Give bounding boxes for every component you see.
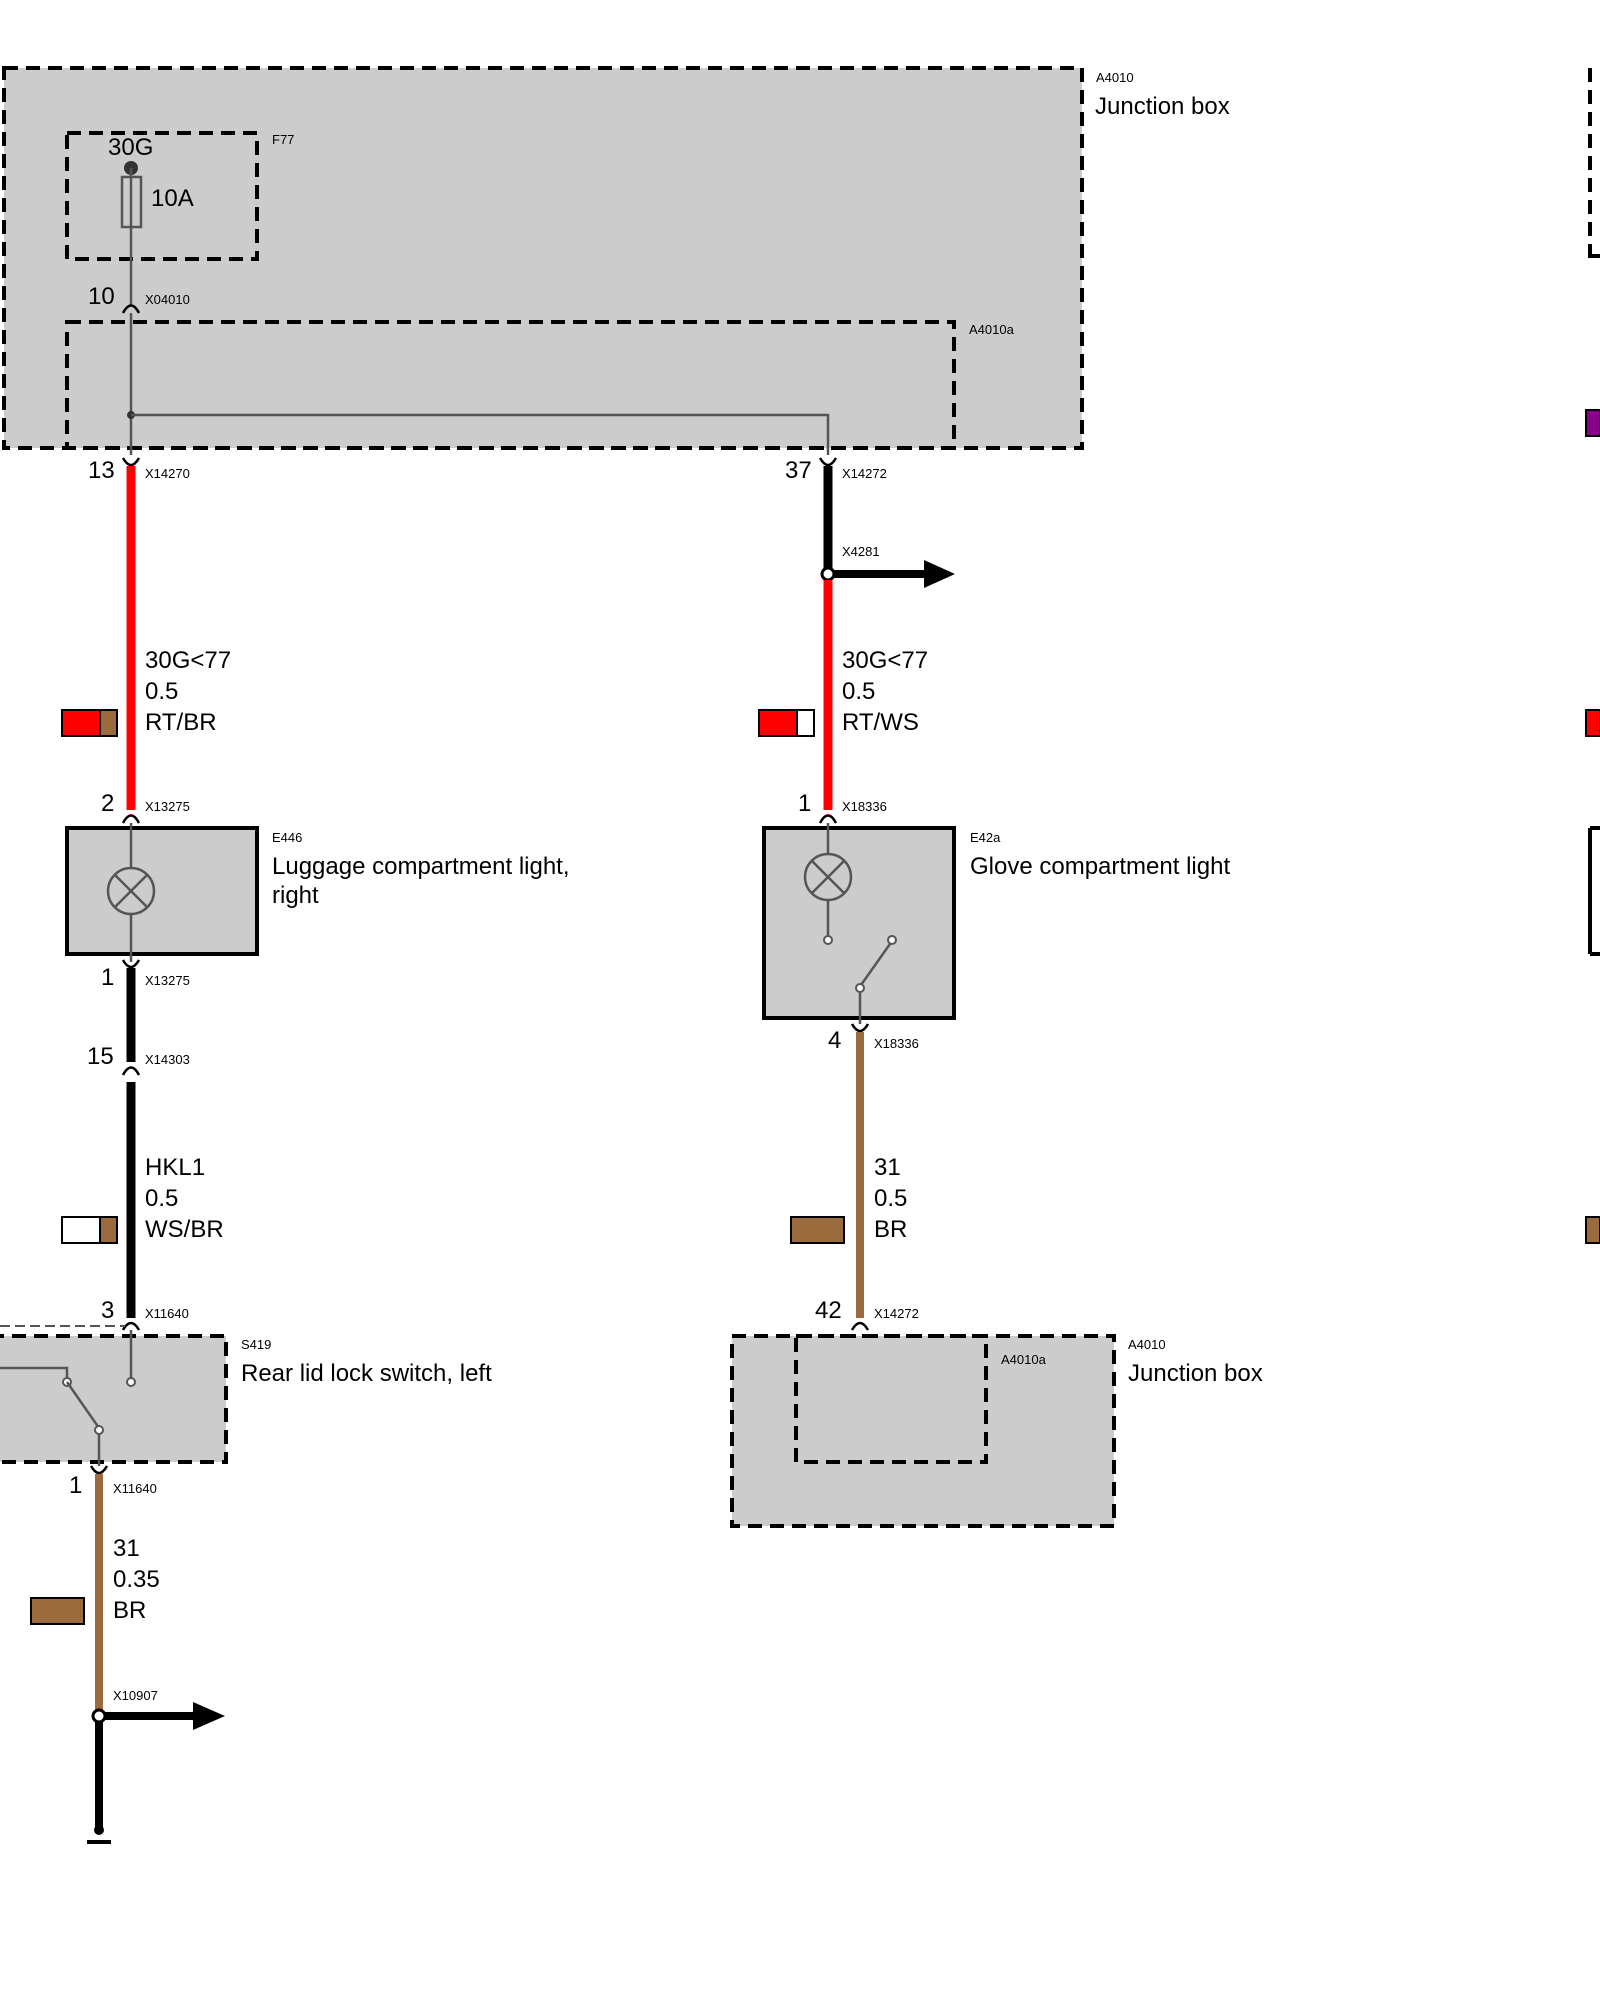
arrow-right-icon [193,1702,225,1730]
fuse-ref: F77 [272,132,294,147]
x18336-out-ref: X18336 [874,1036,919,1051]
x13275-in-ref: X13275 [145,799,190,814]
w2-signal: 30G<77 [842,647,928,674]
junction-box-top-ref: A4010 [1096,70,1134,85]
w2-color-swatch [758,709,815,737]
x14272a-pin: 37 [785,457,812,484]
x11640-in-ref: X11640 [145,1306,189,1321]
x04010-pin: 10 [88,283,115,310]
x14270-pin: 13 [88,457,115,484]
e446-name-line1: Luggage compartment light, [272,853,570,880]
x18336-in-ref: X18336 [842,799,887,814]
w3-color-swatch [61,1216,118,1244]
e446-luggage-light [65,826,259,956]
adjacent-diagram-edge [1585,68,1600,1244]
junction-box-bottom [730,1334,1116,1528]
switch-icon [0,1330,136,1466]
w3-color-code: WS/BR [145,1216,224,1243]
junction-box-top-name: Junction box [1095,93,1230,120]
x11640-in-pin: 3 [101,1297,114,1324]
x13275-out-ref: X13275 [145,973,190,988]
w1-color-swatch [61,709,118,737]
sub-module-top [65,320,956,450]
junction-box-bottom-name: Junction box [1128,1360,1263,1387]
x13275-out-pin: 1 [101,964,114,991]
x14272b-ref: X14272 [874,1306,919,1321]
x11640-out-ref: X11640 [113,1481,157,1496]
w3-gauge: 0.5 [145,1185,178,1212]
fuse-rating: 10A [151,185,194,212]
w4-color-code: BR [874,1216,907,1243]
x18336-in-pin: 1 [798,790,811,817]
x14272a-connector [818,457,838,467]
w1-gauge: 0.5 [145,678,178,705]
fuse-box [65,131,259,261]
x14303-ref: X14303 [145,1052,190,1067]
s419-name: Rear lid lock switch, left [241,1360,492,1387]
switch-icon [823,900,897,1024]
x14270-ref: X14270 [145,466,190,481]
lamp-icon [803,852,853,902]
x04010-connector [121,304,141,314]
w4-color-swatch [790,1216,845,1244]
w5-gauge: 0.35 [113,1566,160,1593]
x10907-ref: X10907 [113,1688,158,1703]
x11640-out-pin: 1 [69,1472,82,1499]
w5-color-code: BR [113,1597,146,1624]
w1-signal: 30G<77 [145,647,231,674]
w2-color-code: RT/WS [842,709,919,736]
w4-signal: 31 [874,1154,901,1181]
w1-color-code: RT/BR [145,709,217,736]
ground-icon [87,1825,111,1844]
w4-gauge: 0.5 [874,1185,907,1212]
w3-signal: HKL1 [145,1154,205,1181]
x4281-ref: X4281 [842,544,880,559]
sub-module-top-ref: A4010a [969,322,1015,337]
e446-ref: E446 [272,830,302,845]
e42a-ref: E42a [970,830,1001,845]
sub-module-bottom [794,1334,988,1464]
fuse-terminal: 30G [108,134,153,161]
x14303-pin: 15 [87,1043,114,1070]
x04010-ref: X04010 [145,292,190,307]
w5-signal: 31 [113,1535,140,1562]
x14270-connector [121,457,141,467]
sub-module-bottom-ref: A4010a [1001,1352,1047,1367]
x18336-out-pin: 4 [828,1027,841,1054]
arrow-right-icon [924,560,955,588]
w2-gauge: 0.5 [842,678,875,705]
x14272a-ref: X14272 [842,466,887,481]
x14272b-pin: 42 [815,1297,842,1324]
x13275-in-pin: 2 [101,790,114,817]
s419-ref: S419 [241,1337,271,1352]
e446-name-line2: right [272,882,319,909]
e42a-name: Glove compartment light [970,853,1230,880]
s419-rear-lid-switch [0,1334,228,1464]
w5-color-swatch [30,1597,85,1625]
junction-box-bottom-ref: A4010 [1128,1337,1166,1352]
